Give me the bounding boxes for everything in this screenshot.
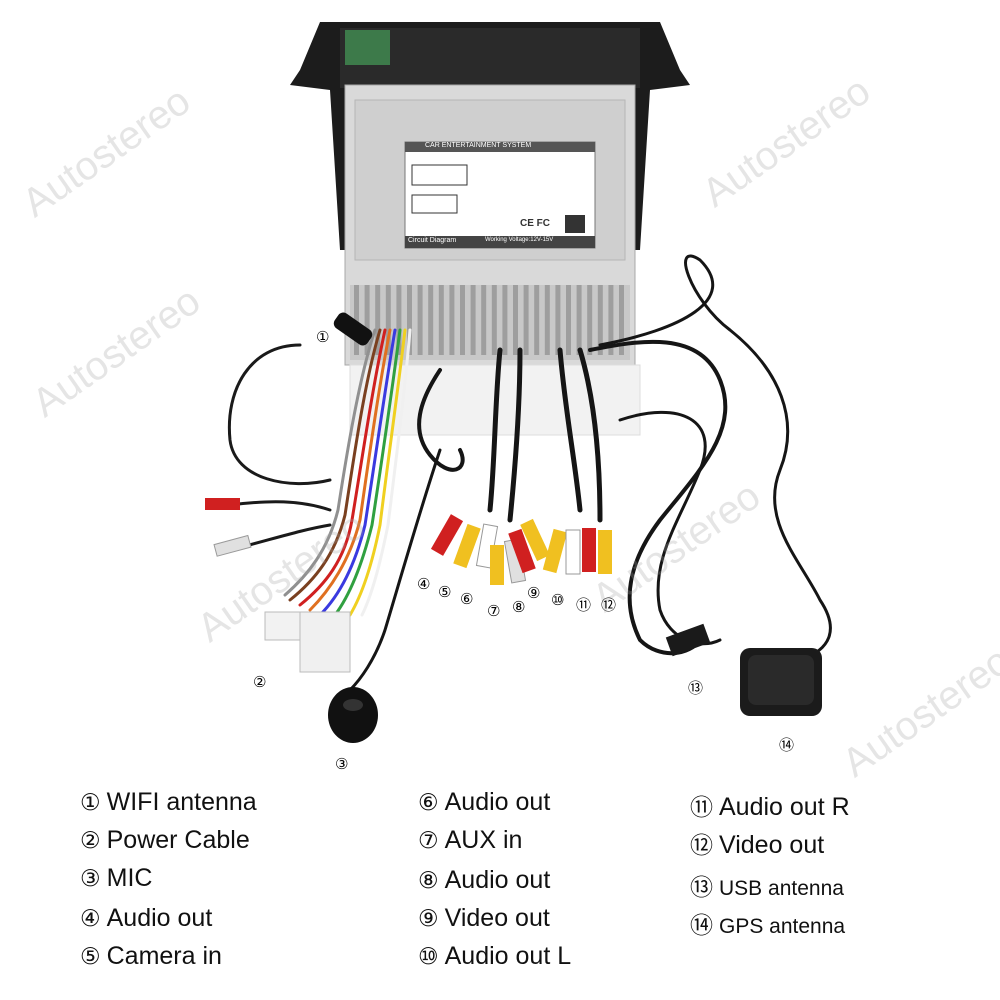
sticker-cert: CE FC: [520, 218, 550, 229]
callout-13: ⑬: [688, 679, 704, 697]
callout-11: ⑪: [576, 596, 592, 614]
heatsink-fin: [534, 285, 540, 355]
callout-2: ②: [253, 673, 267, 691]
heatsink-fin: [619, 285, 624, 355]
heatsink-fin: [449, 285, 455, 355]
heatsink-fin: [597, 285, 603, 355]
heatsink-fin: [396, 285, 402, 355]
heatsink-fin: [513, 285, 518, 355]
heatsink-fin: [375, 285, 381, 355]
sticker-footer-right: Working Voltage:12V-15V: [485, 237, 554, 243]
heatsink-fin: [417, 285, 423, 355]
sticker-footer-left: Circuit Diagram: [408, 237, 457, 244]
callout-7: ⑦: [487, 602, 501, 620]
iso-connector-large: [299, 611, 351, 673]
rca-plugs: [205, 498, 612, 585]
wiring-illustration: [205, 22, 832, 743]
sticker-header: [405, 142, 595, 152]
wifi-antenna-stub: [333, 312, 373, 346]
mic-capsule: [328, 687, 378, 743]
sticker-footer: [405, 236, 595, 248]
heatsink-fin: [555, 285, 561, 355]
cables: [227, 254, 832, 692]
sticker-title: CAR ENTERTAINMENT SYSTEM: [425, 142, 532, 149]
heatsink-fin: [470, 285, 476, 355]
heatsink-fin: [407, 285, 412, 355]
heatsink-fin: [587, 285, 593, 355]
circuit-board: [345, 30, 390, 65]
heatsink-fin: [523, 285, 529, 355]
callout-10: ⑩: [551, 591, 565, 609]
callout-5: ⑤: [438, 583, 452, 601]
callout-3: ③: [335, 755, 349, 773]
callout-12: ⑫: [601, 596, 617, 614]
usb-connector: [665, 623, 711, 657]
heatsink-fin: [438, 285, 444, 355]
callout-8: ⑧: [512, 598, 526, 616]
callout-4: ④: [417, 575, 431, 593]
pin-diagram: [411, 194, 458, 214]
heatsink-fin: [544, 285, 550, 355]
heatsink-fin: [385, 285, 391, 355]
heatsink-fin: [608, 285, 614, 355]
heatsink-fin: [566, 285, 571, 355]
heatsink-fin: [428, 285, 434, 355]
heatsink-fin: [576, 285, 582, 355]
heatsink-fin: [364, 285, 370, 355]
callout-1: ①: [316, 328, 330, 346]
callout-9: ⑨: [527, 584, 541, 602]
callout-6: ⑥: [460, 590, 474, 608]
heatsink-fin: [502, 285, 508, 355]
qr-code: [565, 215, 585, 233]
heatsink-fin: [354, 285, 359, 355]
connector-diagram: [411, 164, 468, 186]
callout-14: ⑭: [779, 736, 795, 754]
heatsink-fin: [460, 285, 465, 355]
heatsink-fin: [481, 285, 487, 355]
heatsink-fin: [491, 285, 497, 355]
product-photo: CAR ENTERTAINMENT SYSTEM Circuit Diagram…: [15, 22, 1000, 786]
iso-connector-small: [264, 611, 304, 641]
